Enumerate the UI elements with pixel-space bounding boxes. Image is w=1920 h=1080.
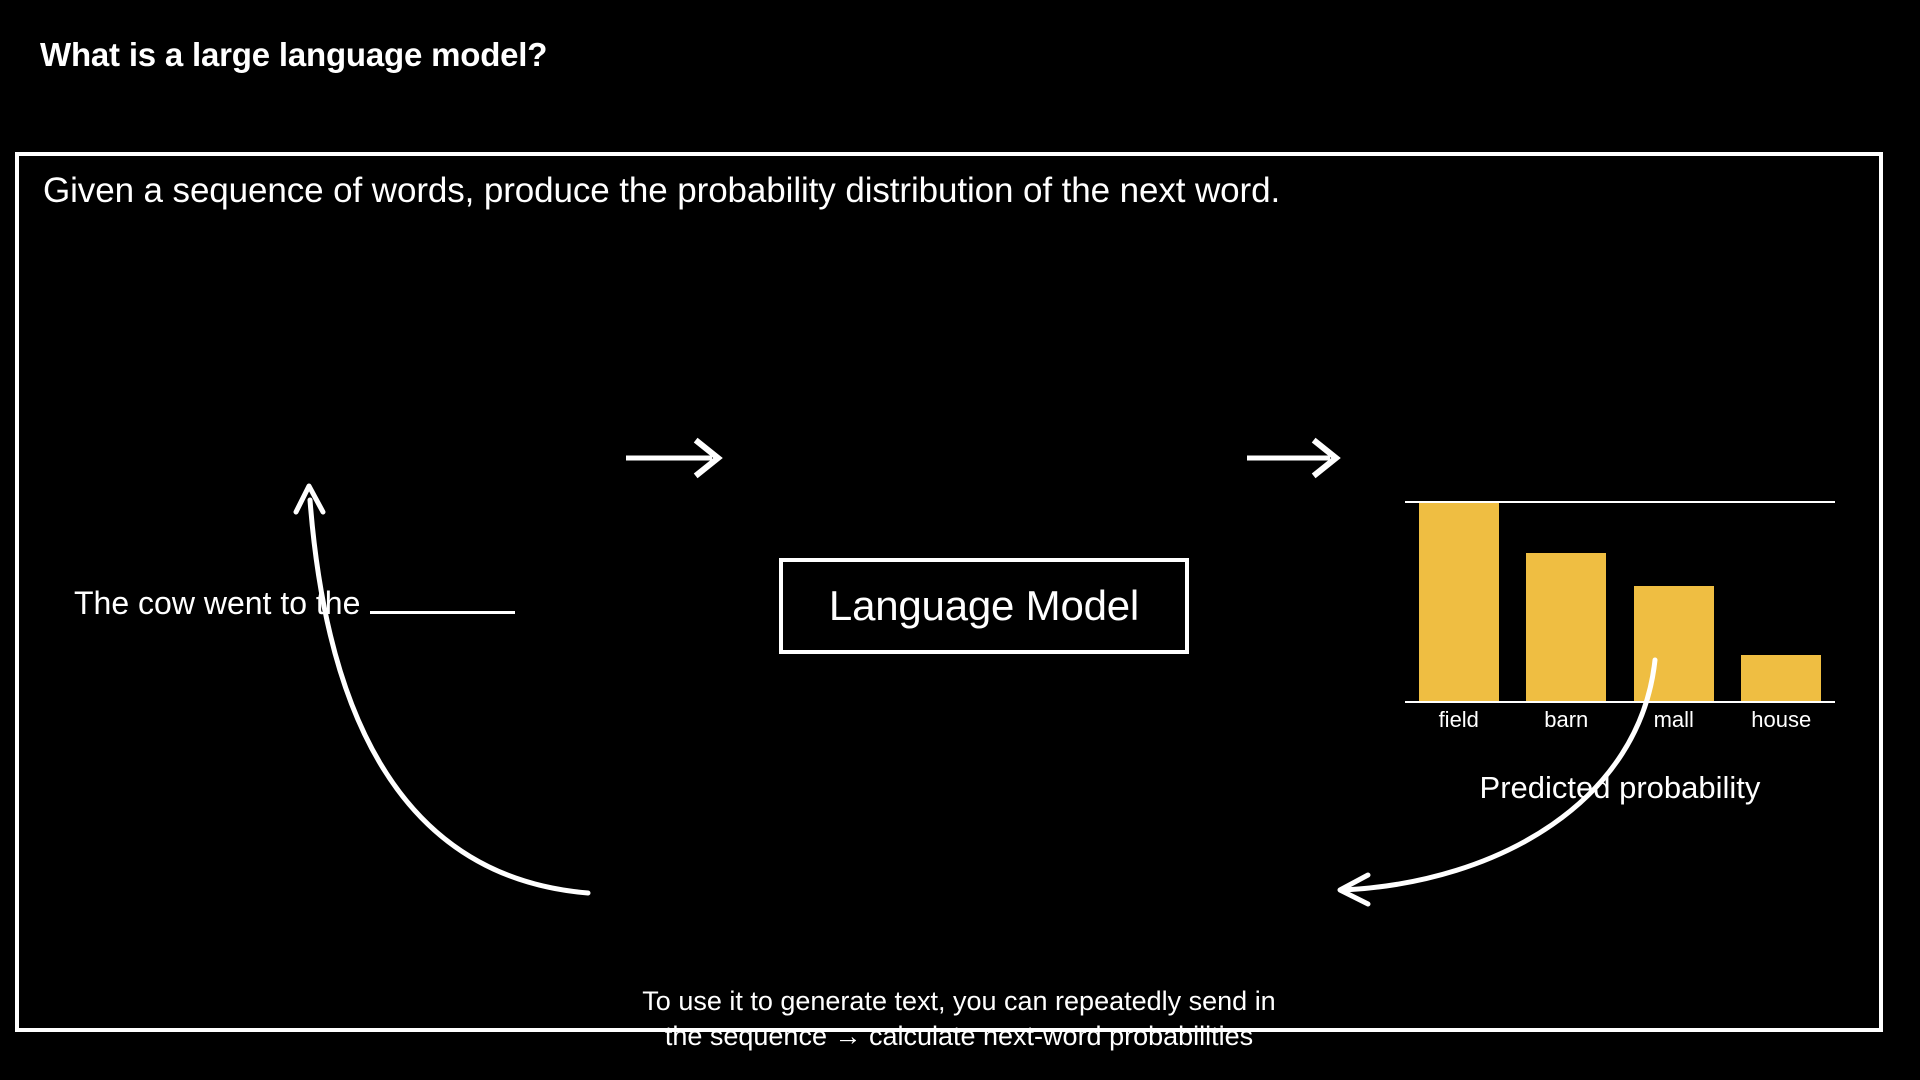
x-tick-label: mall [1653,707,1694,732]
prompt-sentence-text: The cow went to the [74,585,361,621]
chart-x-tick-labels: field barn mall house [1405,707,1835,733]
bar-field [1418,503,1499,701]
predicted-probability-chart: field barn mall house [1405,493,1835,758]
bottom-note-line-2: the sequence → calculate next-word proba… [664,1020,1254,1051]
bar-house [1741,655,1822,701]
language-model-box: Language Model [779,558,1189,654]
x-tick-label: field [1438,707,1479,732]
diagram-stage: The cow went to the Language Model [19,156,1887,1051]
bottom-note: To use it to generate text, you can repe… [579,984,1339,1053]
x-tick-label: barn [1544,707,1589,732]
x-tick-label: house [1751,707,1812,732]
bar-column [1620,503,1728,701]
bottom-note-line-1: To use it to generate text, you can repe… [642,986,1276,1016]
bar-column [1405,503,1513,701]
page-title: What is a large language model? [40,36,548,73]
prompt-blank [370,583,516,614]
bar-mall [1633,586,1714,701]
chart-baseline-axis [1405,701,1835,703]
chart-plot-area [1405,503,1835,701]
bar-column [1513,503,1621,701]
chart-caption: Predicted probability [1479,770,1761,805]
language-model-label: Language Model [828,582,1140,629]
bar-column [1728,503,1836,701]
bar-barn [1526,552,1607,701]
panel-lead-text: Given a sequence of words, produce the p… [43,171,1281,210]
chart-top-axis-line [1405,501,1835,503]
content-panel: Given a sequence of words, produce the p… [15,152,1883,1051]
prompt-sentence: The cow went to the [74,583,516,622]
